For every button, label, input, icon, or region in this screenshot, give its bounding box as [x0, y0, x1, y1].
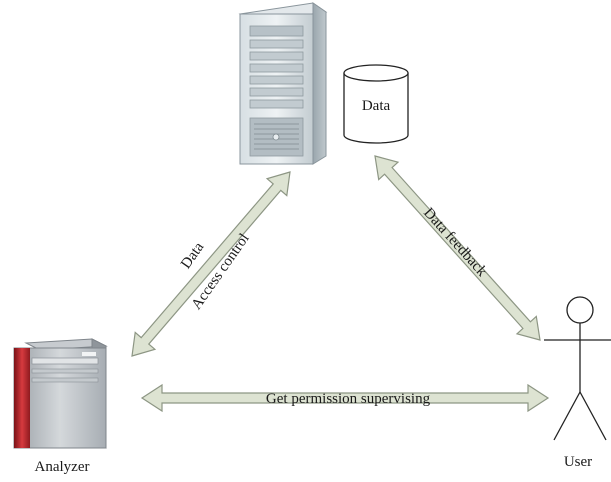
database-label: Data: [362, 98, 391, 114]
analyzer-label: Analyzer: [35, 459, 90, 475]
arrow-server-analyzer: [131, 171, 291, 357]
user-label: User: [564, 454, 592, 470]
edge-label-get-permission: Get permission supervising: [266, 391, 431, 407]
server-tower-icon: [238, 2, 328, 165]
database-cylinder-icon: [343, 64, 409, 144]
arrow-analyzer-user: [140, 383, 550, 413]
arrows-layer: [131, 155, 550, 413]
arrow-database-user: [374, 155, 541, 341]
edge-label-data-feedback: Data feedback: [420, 205, 490, 280]
user-stick-figure-icon: [544, 296, 611, 441]
analyzer-machine-icon: [13, 338, 108, 449]
